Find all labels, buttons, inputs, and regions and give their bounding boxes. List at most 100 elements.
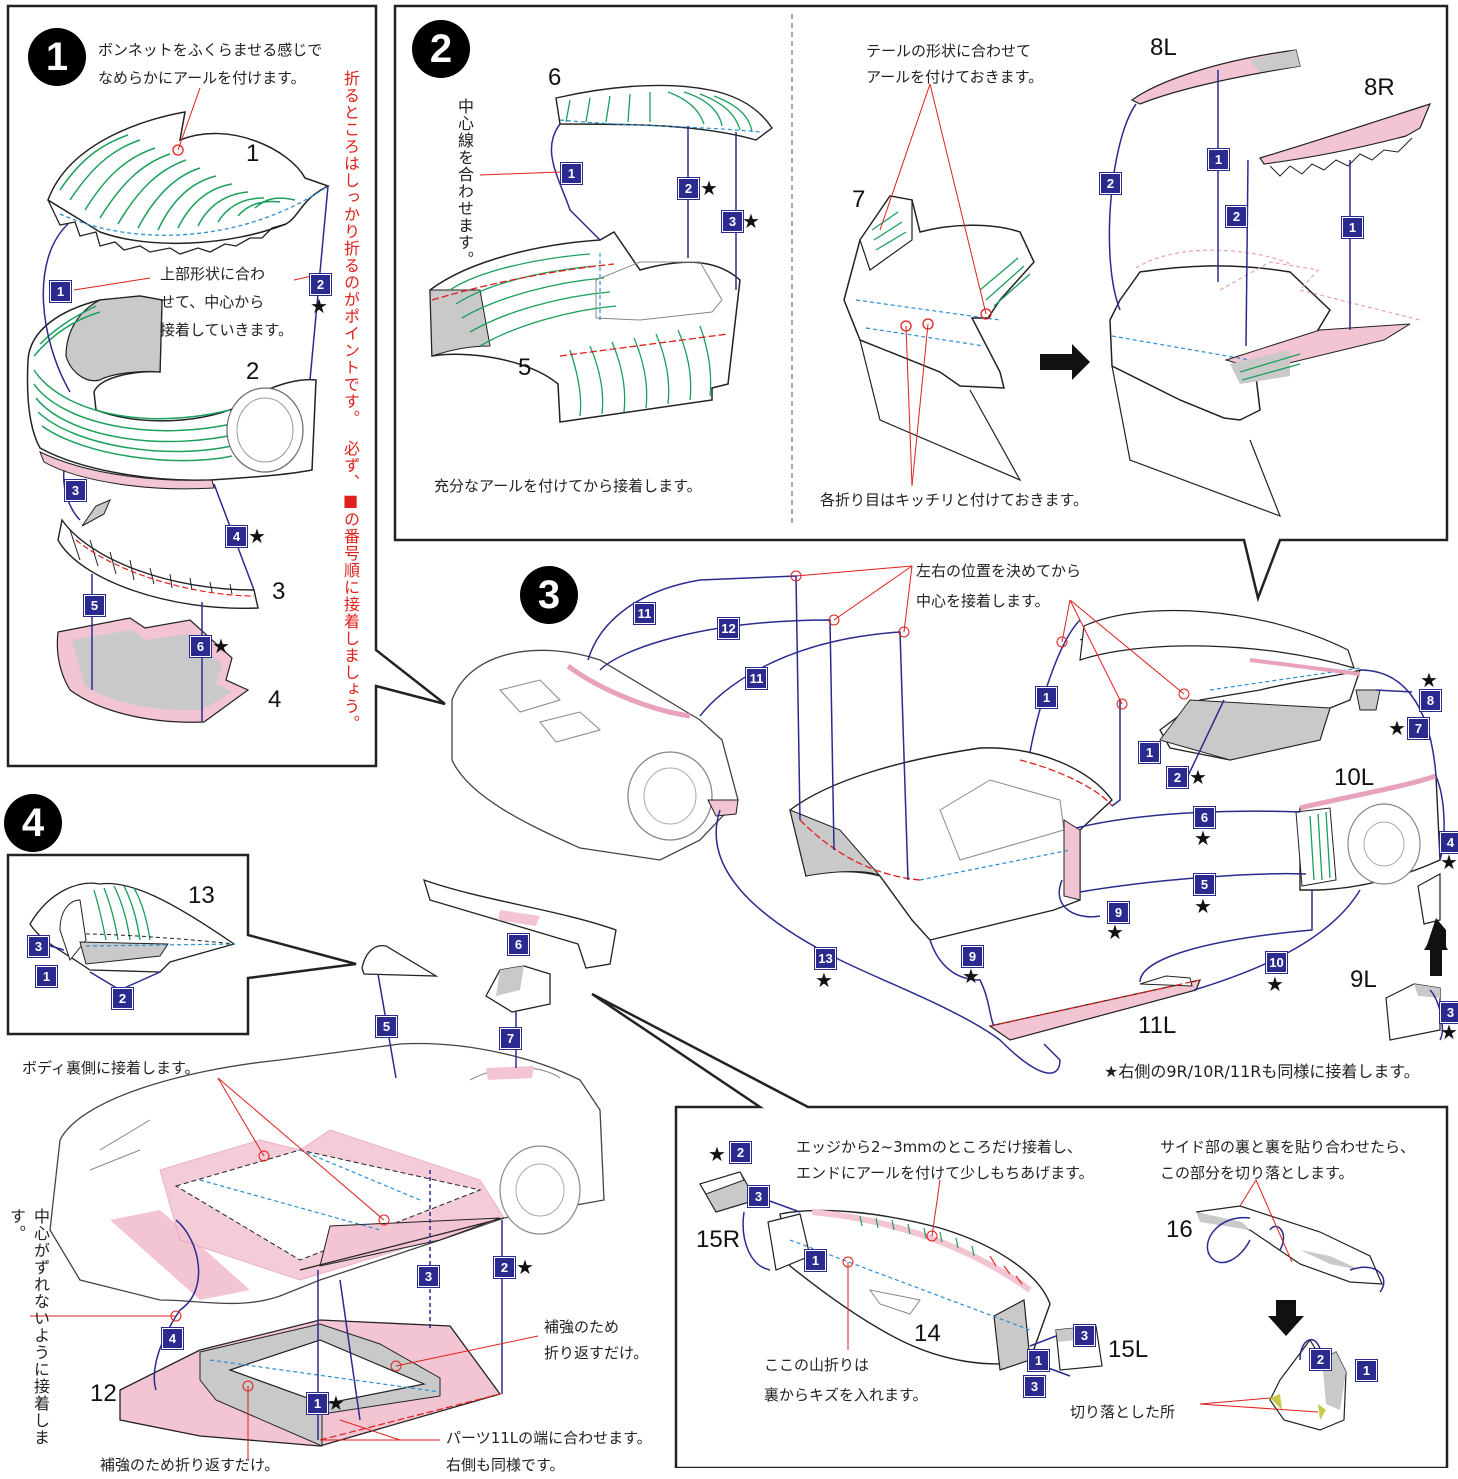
step-badge: 1 (560, 162, 583, 185)
step1-note-top: ボンネットをふくらませる感じで なめらかにアールを付けます。 (98, 41, 323, 87)
step-badge: 5 (375, 1015, 398, 1038)
part-12-frame (119, 1319, 502, 1447)
star-icon: ★ (742, 209, 760, 233)
part-5-body (429, 231, 741, 423)
step-badge: 3 (721, 210, 744, 233)
star-icon: ★ (1440, 1020, 1458, 1044)
part-label-1: 1 (246, 140, 260, 167)
step2-vertical-note: 中心線を合わせます。 (455, 98, 474, 268)
star-icon: ★ (1388, 716, 1406, 740)
step-badge: 7 (1407, 717, 1430, 740)
step-badge: 10 (1265, 951, 1288, 974)
step-badge: 1 (804, 1249, 827, 1272)
part-label-11L: 11L (1138, 1012, 1177, 1039)
step-badge: 2 (1099, 172, 1122, 195)
star-icon: ★ (1194, 826, 1212, 850)
step-badge: 6 (507, 933, 530, 956)
step5-note-cutpoint: 切り落とした所 (1070, 1403, 1176, 1421)
step-badge: 4 (225, 525, 248, 548)
part-8R (1259, 103, 1432, 165)
part-3-strip (57, 499, 259, 610)
part-label-15R: 15R (696, 1226, 741, 1253)
step2-note-top-right: テールの形状に合わせて アールを付けておきます。 (866, 42, 1044, 86)
step-badge: 9 (1107, 901, 1130, 924)
scoop-part (361, 944, 439, 977)
arrow-right-icon (1040, 344, 1090, 380)
step-badge: 1 (49, 280, 72, 303)
step-badge: 12 (717, 617, 740, 640)
step-badge: 2 (111, 987, 134, 1010)
step-badge: 1 (1138, 741, 1161, 764)
arrow-down-icon (1268, 1300, 1304, 1336)
star-icon: ★ (1440, 850, 1458, 874)
step-badge: 1 (1035, 686, 1058, 709)
star-icon: ★ (327, 1391, 345, 1415)
star-icon: ★ (212, 634, 230, 658)
step4-vertical-note: 中心がずれないように接着します。 (7, 1208, 50, 1446)
part-16-folded (1269, 1338, 1347, 1431)
part-label-10L: 10L (1334, 764, 1375, 791)
part-14 (767, 1209, 1051, 1371)
step-2-number: 2 (412, 20, 470, 78)
step5-note-edge: エッジから2~3mmのところだけ接着し、 エンドにアールを付けて少しもちあげます… (796, 1138, 1094, 1182)
step-badge: 8 (1419, 689, 1442, 712)
part-6-roof (555, 84, 773, 141)
step-badge: 9 (961, 945, 984, 968)
star-icon: ★ (700, 176, 718, 200)
arrow-up-icon (1430, 948, 1442, 976)
step-badge: 3 (747, 1185, 770, 1208)
step-badge: 11 (745, 667, 768, 690)
step-badge: 2 (1225, 205, 1248, 228)
part-1-bonnet (47, 87, 330, 255)
front-car (451, 649, 739, 861)
step-badge: 1 (306, 1392, 329, 1415)
step3-note: 左右の位置を決めてから 中心を接着します。 (916, 562, 1082, 610)
step-badge: 2 (309, 273, 332, 296)
step-badge: 6 (189, 635, 212, 658)
step-1-number: 1 (28, 28, 86, 86)
step-badge: 2 (1166, 766, 1189, 789)
part-7-tail (843, 83, 1035, 487)
part-label-14: 14 (914, 1320, 941, 1347)
star-icon: ★ (1106, 920, 1124, 944)
step-badge: 2 (493, 1256, 516, 1279)
star-icon: ★ (962, 964, 980, 988)
step-3-number: 3 (520, 566, 578, 624)
rear-body (1079, 609, 1381, 761)
star-icon: ★ (310, 294, 328, 318)
step4-note-align: パーツ11Lの端に合わせます。 (446, 1429, 652, 1447)
step-badge: 13 (814, 947, 837, 970)
step-badge: 3 (1073, 1324, 1096, 1347)
step-badge: 5 (83, 594, 106, 617)
part-label-4: 4 (268, 686, 282, 713)
step-badge: 1 (1341, 216, 1364, 239)
step5-note-cut: サイド部の裏と裏を貼り合わせたら、 この部分を切り落とします。 (1160, 1138, 1416, 1182)
part-label-16: 16 (1166, 1216, 1193, 1243)
car-body-bottom (49, 1042, 605, 1305)
step-badge: 1 (1207, 148, 1230, 171)
step-4-number: 4 (4, 794, 62, 852)
step3-footnote: ★右側の9R/10R/11Rも同様に接着します。 (1104, 1062, 1420, 1081)
part-10L (1295, 773, 1441, 891)
star-icon: ★ (248, 524, 266, 548)
main-body (789, 747, 1113, 941)
part-label-6: 6 (548, 64, 562, 91)
star-icon: ★ (1420, 668, 1438, 692)
step-badge: 3 (1439, 1001, 1458, 1024)
step-badge: 5 (1193, 873, 1216, 896)
step1-vertical-note-b: 必ず、■の番号順に接着しましょう。 (341, 440, 360, 732)
step4-note-reinforce: 補強のため 折り返すだけ。 (544, 1318, 649, 1362)
assembled-tail (1109, 249, 1421, 518)
step-badge: 4 (161, 1327, 184, 1350)
part-label-12: 12 (90, 1380, 117, 1407)
part-16 (1195, 1205, 1383, 1285)
part-label-7: 7 (852, 186, 866, 213)
step4-note-body: ボディ裏側に接着します。 (22, 1059, 200, 1077)
step-badge: 6 (1193, 806, 1216, 829)
step1-note-mid: 上部形状に合わ せて、中心から 接着していきます。 (160, 265, 294, 339)
step-badge: 2 (1309, 1348, 1332, 1371)
